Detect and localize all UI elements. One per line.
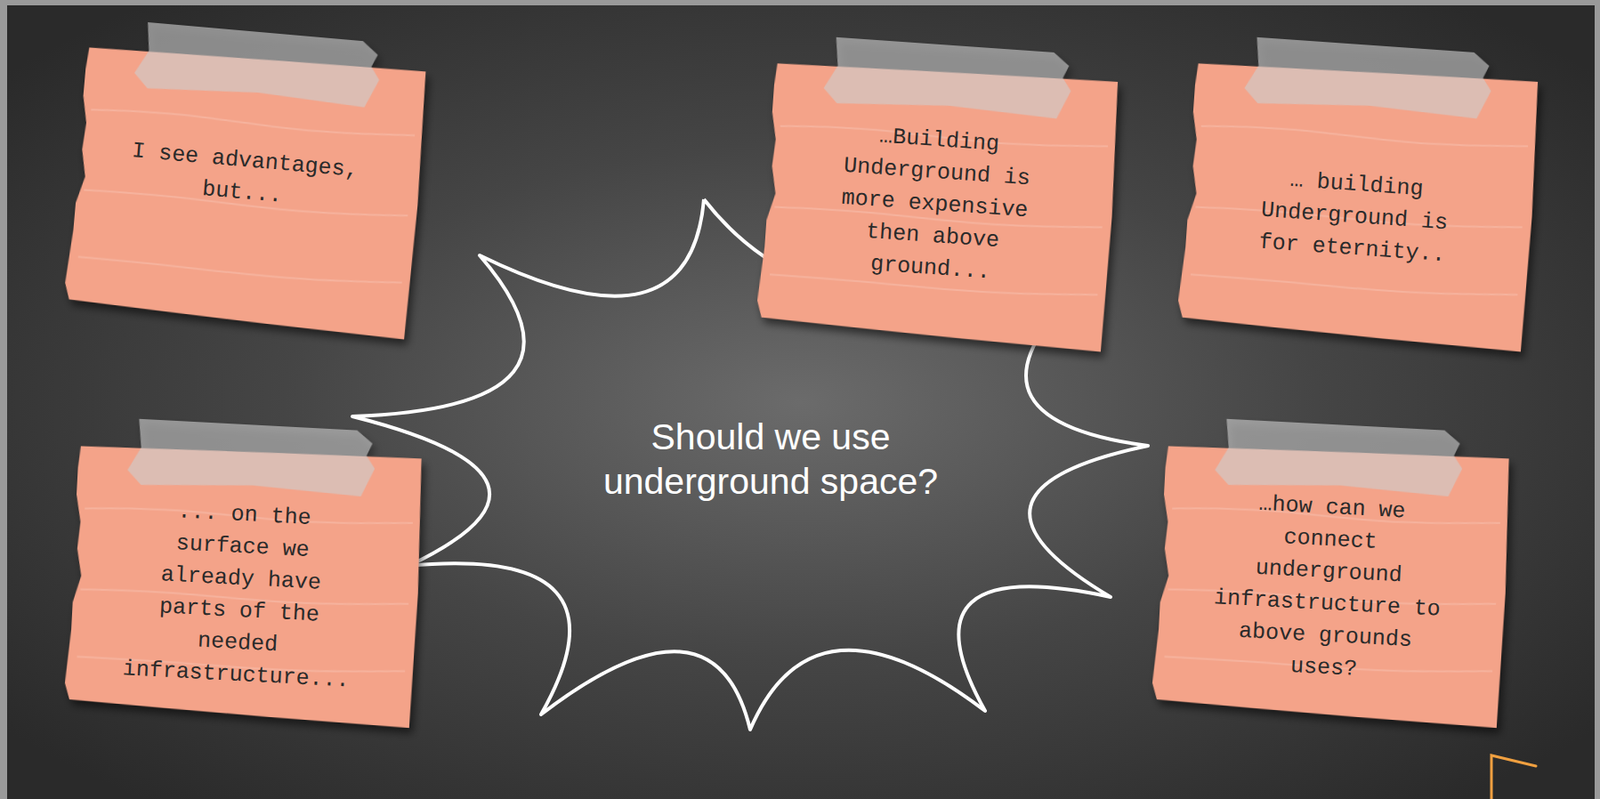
paper-crease bbox=[90, 106, 415, 140]
note-text: …how can we connect underground infrastr… bbox=[1206, 485, 1450, 690]
tape-strip bbox=[133, 21, 383, 109]
paper-crease bbox=[1190, 271, 1519, 300]
corner-mark bbox=[1491, 755, 1536, 799]
sticky-note: …Building Underground is more expensive … bbox=[748, 56, 1122, 352]
note-text: …Building Underground is more expensive … bbox=[823, 117, 1048, 292]
tape-strip bbox=[823, 36, 1075, 120]
sticky-note: … building Underground is for eternity.. bbox=[1169, 56, 1542, 352]
paper-crease bbox=[78, 254, 403, 289]
sticky-note: I see advantages, but... bbox=[56, 40, 430, 340]
sticky-note: …how can we connect underground infrastr… bbox=[1143, 440, 1512, 728]
sticky-note: ... on the surface we already have parts… bbox=[56, 440, 425, 728]
paper-crease bbox=[1201, 122, 1528, 151]
question-text: Should we use underground space? bbox=[574, 414, 967, 504]
tape-strip bbox=[127, 418, 378, 497]
note-text: ... on the surface we already have parts… bbox=[118, 492, 362, 697]
tape-strip bbox=[1243, 36, 1494, 120]
note-text: … building Underground is for eternity.. bbox=[1244, 161, 1465, 273]
chalkboard bbox=[7, 5, 1595, 799]
tape-strip bbox=[1214, 418, 1465, 497]
